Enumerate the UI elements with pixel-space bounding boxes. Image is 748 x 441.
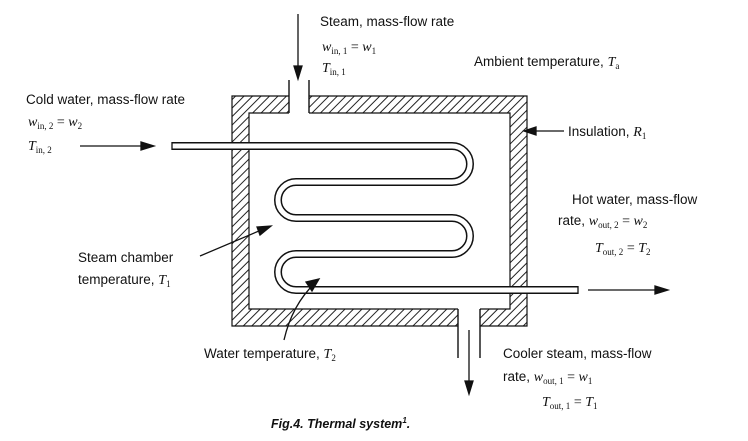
- insulation-wall: [231, 95, 528, 327]
- hot-water-label-1: Hot water, mass-flow: [572, 192, 698, 207]
- cold-water-label: Cold water, mass-flow rate: [26, 92, 185, 107]
- cold-water-arrow: [80, 141, 157, 151]
- cooler-steam-temp-eq: Tout, 1 = T1: [542, 395, 598, 411]
- water-coil-tube: [171, 142, 579, 294]
- insulation-label: Insulation, R1: [568, 124, 646, 141]
- steam-in-arrow: [293, 14, 303, 82]
- steam-in-label: Steam, mass-flow rate: [320, 14, 454, 29]
- water-temp-pointer: [283, 278, 321, 341]
- steam-in-flow-eq: win, 1 = w1: [322, 40, 376, 56]
- steam-inlet-pipe: [288, 80, 310, 114]
- insulation-pointer: [521, 126, 564, 136]
- cooler-steam-label-1: Cooler steam, mass-flow: [503, 346, 652, 361]
- cold-water-flow-eq: win, 2 = w2: [28, 115, 82, 131]
- chamber-label-1: Steam chamber: [78, 250, 174, 265]
- cold-water-temp: Tin, 2: [28, 139, 52, 155]
- hot-water-temp-eq: Tout, 2 = T2: [595, 241, 651, 257]
- figure-caption: Fig.4. Thermal system1.: [271, 416, 410, 431]
- hot-water-label-2: rate, wout, 2 = w2: [558, 213, 647, 230]
- water-temp-label: Water temperature, T2: [204, 346, 336, 363]
- steam-in-temp: Tin, 1: [322, 61, 346, 77]
- cooler-steam-arrow: [464, 330, 474, 397]
- ambient-temp-label: Ambient temperature, Ta: [474, 54, 619, 71]
- cooler-steam-label-2: rate, wout, 1 = w1: [503, 369, 592, 386]
- chamber-pointer: [199, 225, 273, 257]
- chamber-label-2: temperature, T1: [78, 272, 171, 289]
- hot-water-arrow: [588, 285, 671, 295]
